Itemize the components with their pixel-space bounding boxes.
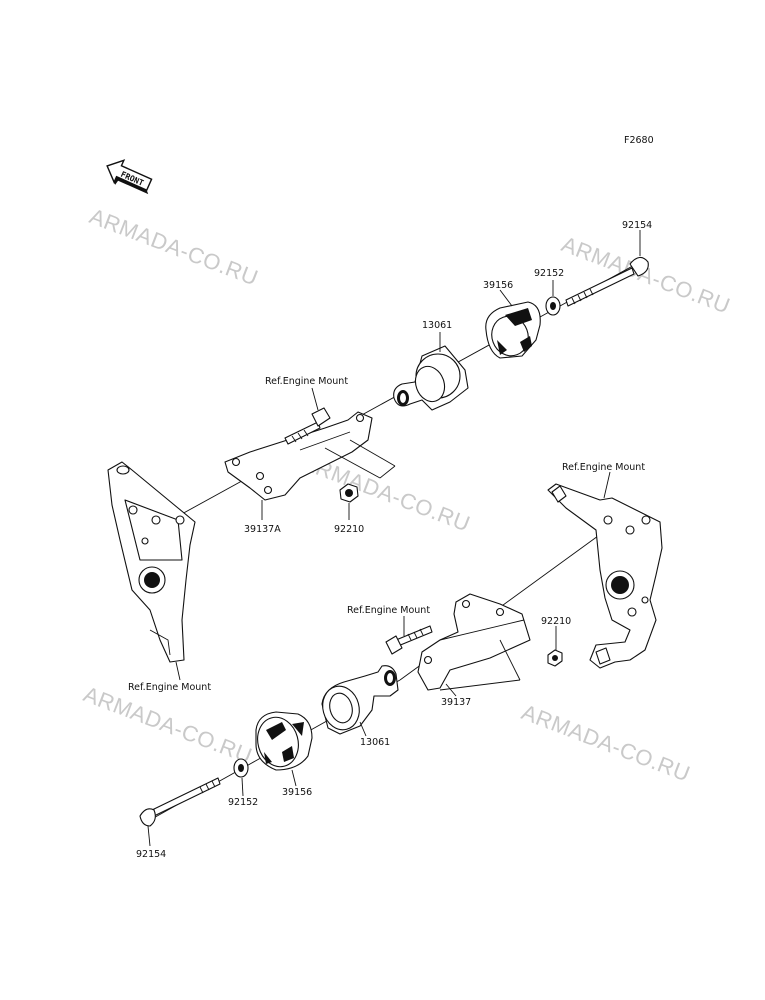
- upper-bolt-label: 92154: [622, 220, 652, 231]
- upper-slider-13061: [393, 345, 469, 411]
- watermark-top-left: ARMADA-CO.RU: [86, 203, 261, 290]
- upper-frame-mount: [107, 461, 196, 663]
- lower-bracket-39137: [417, 593, 531, 691]
- lower-bolt-92154: [139, 777, 221, 827]
- upper-slider-cap-39156: [485, 301, 541, 359]
- lower-ref-mount-frame-label: Ref.Engine Mount: [562, 462, 645, 473]
- lower-slider-cap-39156: [255, 711, 313, 771]
- upper-bracket-label: 39137A: [244, 524, 281, 535]
- upper-slider-cap-label: 39156: [483, 280, 513, 291]
- upper-bracket-39137A: [224, 411, 396, 501]
- upper-washer-label: 92152: [534, 268, 564, 279]
- upper-assembly: 92154 92152 39156 13061 Ref.Engine Mount…: [107, 220, 652, 693]
- lower-leaders: [147, 471, 611, 847]
- upper-ref-mount-frame-label: Ref.Engine Mount: [128, 682, 211, 693]
- lower-washer-92152: [233, 758, 249, 778]
- upper-nut-label: 92210: [334, 524, 364, 535]
- watermarks: ARMADA-CO.RU ARMADA-CO.RU ARMADA-CO.RU A…: [80, 203, 733, 786]
- lower-assembly: Ref.Engine Mount Ref.Engine Mount 92210 …: [136, 462, 663, 860]
- upper-ref-mount-bolt-label: Ref.Engine Mount: [265, 376, 348, 387]
- watermark-bottom-right: ARMADA-CO.RU: [518, 699, 693, 786]
- upper-leaders: [175, 230, 641, 681]
- lower-washer-label: 92152: [228, 797, 258, 808]
- lower-slider-label: 13061: [360, 737, 390, 748]
- upper-nut-92210: [339, 483, 359, 503]
- lower-nut-label: 92210: [541, 616, 571, 627]
- lower-ref-mount-bolt-label: Ref.Engine Mount: [347, 605, 430, 616]
- lower-bracket-label: 39137: [441, 697, 471, 708]
- front-direction-arrow-icon: FRONT: [106, 159, 153, 195]
- upper-engine-mount-bolt: [284, 407, 331, 445]
- upper-bolt-92154: [565, 256, 649, 307]
- upper-slider-label: 13061: [422, 320, 452, 331]
- watermark-bottom-left: ARMADA-CO.RU: [80, 681, 255, 768]
- lower-slider-13061: [321, 665, 399, 735]
- figure-code: F2680: [624, 135, 654, 146]
- lower-slider-cap-label: 39156: [282, 787, 312, 798]
- lower-nut-92210: [547, 649, 563, 667]
- lower-engine-mount-bolt: [385, 625, 433, 655]
- watermark-top-right: ARMADA-CO.RU: [558, 231, 733, 318]
- upper-washer-92152: [545, 296, 561, 316]
- lower-bolt-label: 92154: [136, 849, 166, 860]
- lower-frame-mount: [547, 483, 663, 669]
